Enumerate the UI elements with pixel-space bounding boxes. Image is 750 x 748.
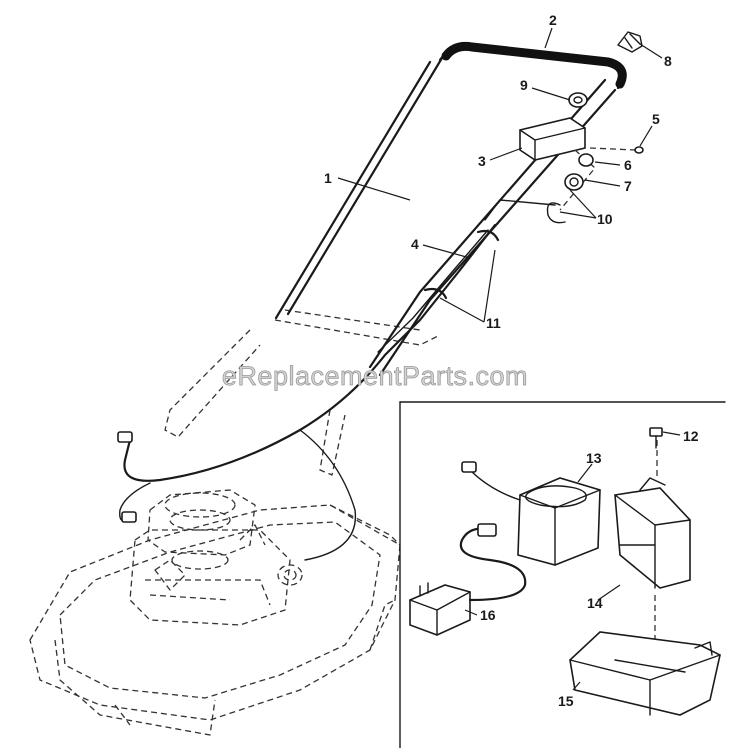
callout-16: 16	[480, 607, 496, 623]
mower-deck-outline	[29, 489, 401, 736]
callout-12: 12	[683, 428, 699, 444]
battery-bracket	[614, 440, 691, 640]
callout-13: 13	[586, 450, 602, 466]
screw	[649, 427, 663, 449]
callout-8: 8	[664, 53, 672, 69]
lower-handle-dashed	[164, 309, 441, 476]
callout-4: 4	[411, 236, 419, 252]
battery-pack	[461, 461, 601, 566]
callout-5: 5	[652, 111, 660, 127]
wire-harness	[117, 223, 500, 561]
callout-11: 11	[486, 315, 501, 331]
key-icon	[617, 31, 643, 53]
mounting-plate	[569, 631, 721, 716]
callout-1: 1	[324, 170, 332, 186]
control-box	[484, 92, 644, 224]
callout-labels: 1 2 3 4 5 6 7 8 9 10 11 12 13 14 15 16	[324, 12, 699, 709]
callout-14: 14	[587, 595, 603, 611]
callout-15: 15	[558, 693, 574, 709]
callout-7: 7	[624, 178, 632, 194]
callout-3: 3	[478, 153, 486, 169]
charger	[409, 523, 527, 636]
callout-10: 10	[597, 211, 613, 227]
leader-lines	[337, 27, 681, 691]
callout-9: 9	[520, 77, 528, 93]
watermark: eReplacementParts.com	[222, 361, 528, 391]
callout-6: 6	[624, 157, 632, 173]
inset-frame	[399, 401, 726, 748]
callout-2: 2	[549, 12, 557, 28]
